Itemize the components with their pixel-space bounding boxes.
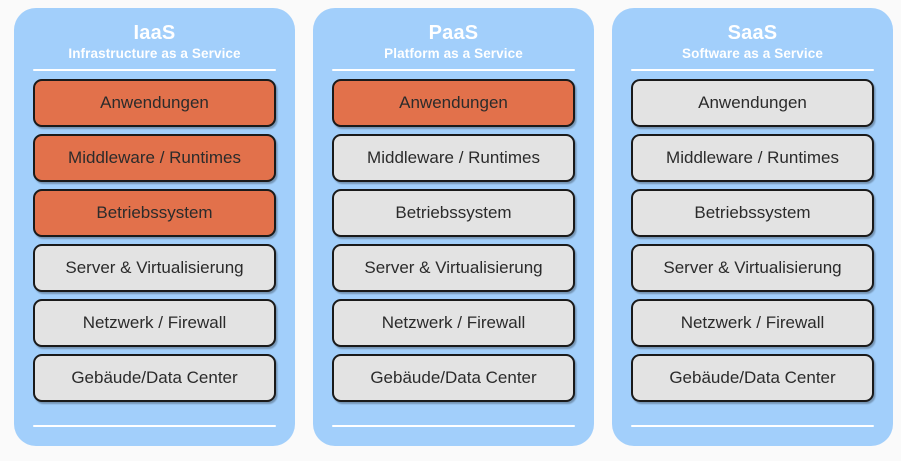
card-header-iaas: IaaS Infrastructure as a Service	[33, 8, 276, 79]
card-subtitle-paas: Platform as a Service	[384, 46, 523, 61]
card-subtitle-iaas: Infrastructure as a Service	[68, 46, 241, 61]
layer-box-iaas-server-virtualisierung[interactable]: Server & Virtualisierung	[33, 244, 276, 292]
footer-divider-saas	[631, 425, 874, 427]
layer-box-saas-server-virtualisierung[interactable]: Server & Virtualisierung	[631, 244, 874, 292]
card-header-paas: PaaS Platform as a Service	[332, 8, 575, 79]
card-footer-saas	[631, 425, 874, 446]
header-divider-paas	[332, 69, 575, 71]
layer-box-iaas-betriebssystem[interactable]: Betriebssystem	[33, 189, 276, 237]
card-subtitle-saas: Software as a Service	[682, 46, 823, 61]
header-divider-iaas	[33, 69, 276, 71]
layer-stack-saas: Anwendungen Middleware / Runtimes Betrie…	[631, 79, 874, 402]
layer-stack-iaas: Anwendungen Middleware / Runtimes Betrie…	[33, 79, 276, 402]
layer-box-paas-betriebssystem[interactable]: Betriebssystem	[332, 189, 575, 237]
layer-box-saas-middleware-runtimes[interactable]: Middleware / Runtimes	[631, 134, 874, 182]
card-footer-iaas	[33, 425, 276, 446]
layer-box-saas-netzwerk-firewall[interactable]: Netzwerk / Firewall	[631, 299, 874, 347]
layer-stack-paas: Anwendungen Middleware / Runtimes Betrie…	[332, 79, 575, 402]
layer-box-iaas-netzwerk-firewall[interactable]: Netzwerk / Firewall	[33, 299, 276, 347]
footer-divider-paas	[332, 425, 575, 427]
card-footer-paas	[332, 425, 575, 446]
header-divider-saas	[631, 69, 874, 71]
layer-box-paas-server-virtualisierung[interactable]: Server & Virtualisierung	[332, 244, 575, 292]
layer-box-iaas-anwendungen[interactable]: Anwendungen	[33, 79, 276, 127]
card-title-paas: PaaS	[428, 22, 479, 44]
layer-box-iaas-middleware-runtimes[interactable]: Middleware / Runtimes	[33, 134, 276, 182]
footer-divider-iaas	[33, 425, 276, 427]
card-title-saas: SaaS	[727, 22, 778, 44]
layer-box-paas-anwendungen[interactable]: Anwendungen	[332, 79, 575, 127]
layer-box-saas-gebaeude-data-center[interactable]: Gebäude/Data Center	[631, 354, 874, 402]
layer-box-saas-betriebssystem[interactable]: Betriebssystem	[631, 189, 874, 237]
layer-box-saas-anwendungen[interactable]: Anwendungen	[631, 79, 874, 127]
card-title-iaas: IaaS	[133, 22, 176, 44]
card-header-saas: SaaS Software as a Service	[631, 8, 874, 79]
layer-box-paas-netzwerk-firewall[interactable]: Netzwerk / Firewall	[332, 299, 575, 347]
service-model-card-paas[interactable]: PaaS Platform as a Service Anwendungen M…	[313, 8, 594, 446]
service-model-card-saas[interactable]: SaaS Software as a Service Anwendungen M…	[612, 8, 893, 446]
layer-box-paas-gebaeude-data-center[interactable]: Gebäude/Data Center	[332, 354, 575, 402]
layer-box-iaas-gebaeude-data-center[interactable]: Gebäude/Data Center	[33, 354, 276, 402]
service-model-card-iaas[interactable]: IaaS Infrastructure as a Service Anwendu…	[14, 8, 295, 446]
layer-box-paas-middleware-runtimes[interactable]: Middleware / Runtimes	[332, 134, 575, 182]
